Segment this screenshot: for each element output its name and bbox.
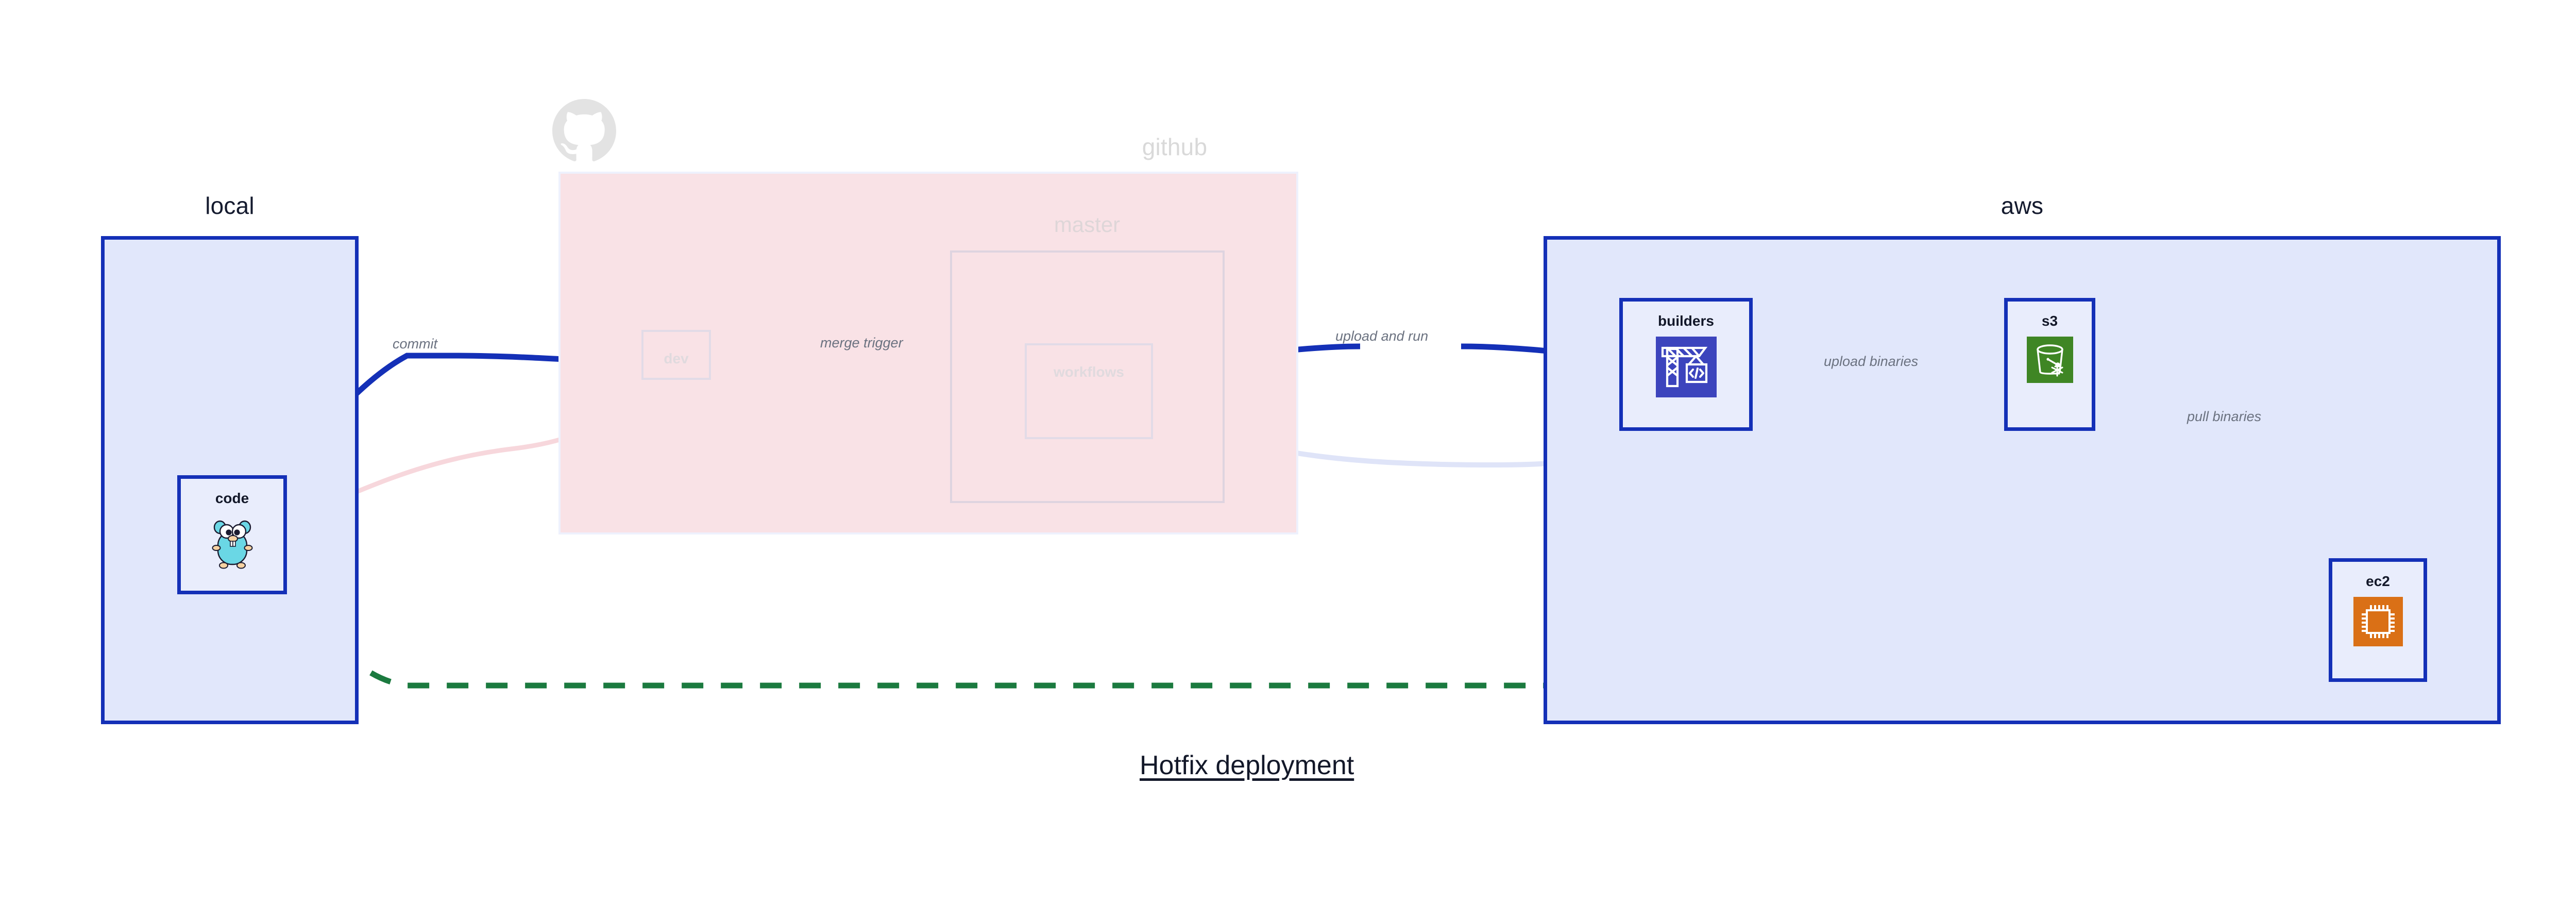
edge-label-merge-trigger: merge trigger (820, 335, 903, 350)
master-subframe (950, 250, 1225, 503)
edge-label-upload-and-run: upload and run (1335, 328, 1429, 344)
node-builders[interactable]: builders (1619, 298, 1753, 431)
edge-label-commit: commit (393, 336, 437, 352)
node-s3-label: s3 (2041, 313, 2058, 329)
master-subframe-label: master (1054, 212, 1121, 237)
node-code-label: code (215, 490, 249, 506)
node-workflows[interactable]: workflows (1025, 343, 1153, 439)
go-gopher-icon (208, 514, 257, 574)
node-ec2[interactable]: ec2 (2329, 558, 2427, 682)
node-ec2-label: ec2 (2366, 573, 2390, 589)
node-dev-label: dev (664, 350, 689, 366)
group-title-aws: aws (2001, 192, 2044, 219)
github-octocat-icon (552, 99, 616, 163)
group-title-local: local (205, 192, 255, 219)
node-workflows-label: workflows (1054, 364, 1124, 380)
node-s3[interactable]: s3 (2004, 298, 2095, 431)
group-github (558, 172, 1298, 534)
diagram-title: Hotfix deployment (1140, 750, 1354, 780)
node-dev[interactable]: dev (641, 330, 711, 380)
aws-ec2-chip-icon (2353, 597, 2403, 649)
node-builders-label: builders (1658, 313, 1714, 329)
edge-label-pull-binaries: pull binaries (2187, 409, 2262, 424)
group-title-github: github (1142, 133, 1208, 160)
node-code[interactable]: code (177, 475, 287, 594)
edge-label-upload-binaries: upload binaries (1824, 354, 1919, 369)
aws-codebuild-crane-icon (1655, 337, 1717, 400)
aws-s3-glacier-bucket-icon (2026, 337, 2073, 386)
